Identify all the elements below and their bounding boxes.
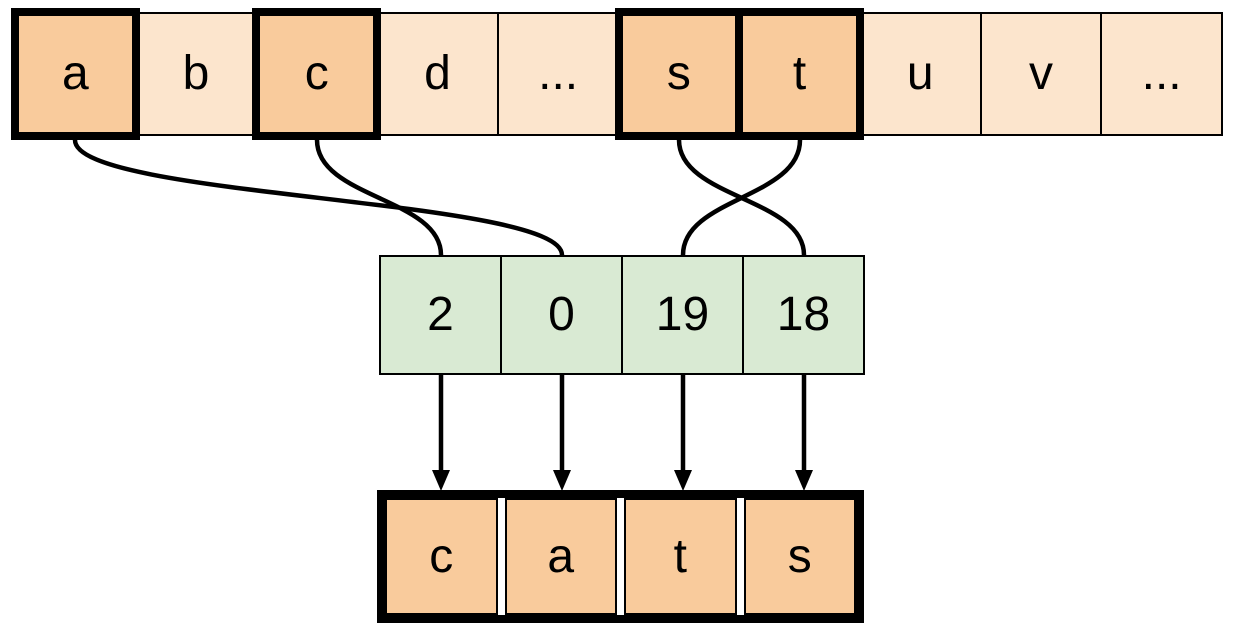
alphabet-cell-u: u	[858, 12, 982, 136]
alphabet-cell-ellipsis-1: ...	[496, 12, 620, 136]
alphabet-row: a b c d ... s t u v ...	[11, 8, 1223, 140]
arrowhead-output-t	[674, 470, 692, 491]
connector-a-to-index-0	[72, 139, 565, 256]
alphabet-cell-a: a	[11, 8, 140, 140]
alphabet-cell-d: d	[376, 12, 499, 136]
output-cell-s: s	[743, 498, 856, 615]
connector-c-to-index-2	[314, 139, 444, 256]
arrowhead-output-c	[432, 470, 450, 491]
alphabet-cell-b: b	[134, 12, 258, 136]
alphabet-cell-t: t	[735, 8, 864, 140]
output-cell-t: t	[624, 498, 737, 615]
index-cell-18: 18	[742, 255, 865, 375]
output-cell-c: c	[385, 498, 498, 615]
index-cell-0: 0	[500, 255, 623, 375]
output-cell-a: a	[504, 498, 617, 615]
connector-t-to-index-19	[680, 139, 803, 256]
arrowhead-output-s	[795, 470, 813, 491]
alphabet-cell-c: c	[252, 8, 382, 140]
alphabet-cell-ellipsis-2: ...	[1100, 12, 1223, 136]
output-row: c a t s	[377, 490, 864, 623]
index-row: 2 0 19 18	[379, 255, 865, 375]
connector-s-to-index-18	[676, 139, 807, 256]
alphabet-cell-s: s	[614, 8, 744, 140]
index-cell-2: 2	[379, 255, 502, 375]
arrowhead-output-a	[553, 470, 571, 491]
index-cell-19: 19	[621, 255, 744, 375]
alphabet-cell-v: v	[979, 12, 1103, 136]
